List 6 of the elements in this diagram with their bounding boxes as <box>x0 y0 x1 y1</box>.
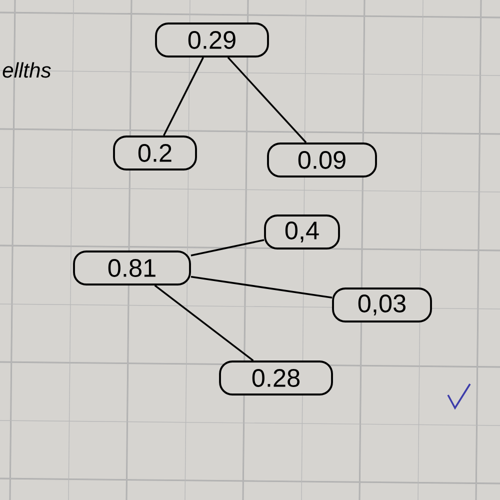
connector-line <box>163 57 204 136</box>
connector-line <box>154 284 254 362</box>
handwritten-note: ellths <box>2 62 51 78</box>
connector-line <box>190 276 332 298</box>
connector-line <box>190 239 264 256</box>
connector-line <box>227 56 307 144</box>
